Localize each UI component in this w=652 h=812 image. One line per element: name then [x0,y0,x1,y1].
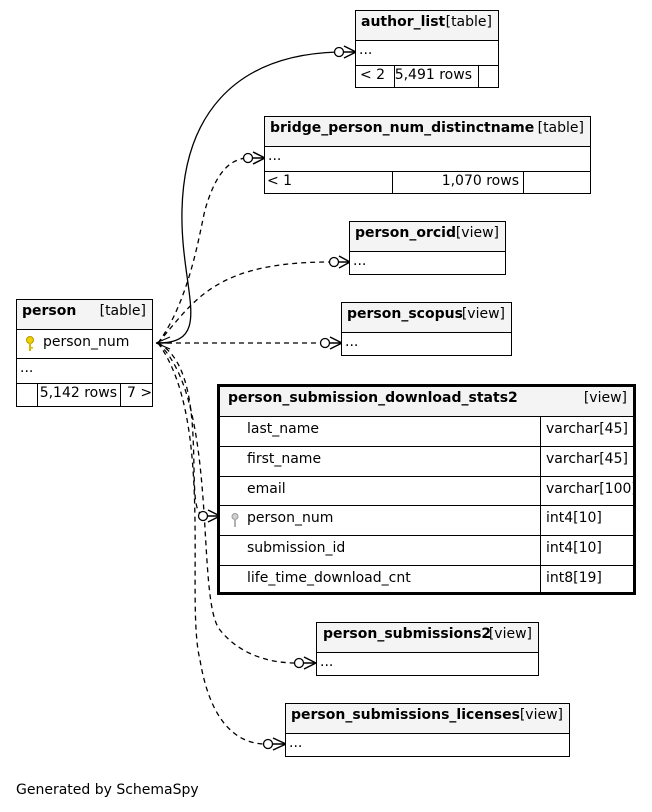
column-name: first_name [247,451,322,467]
column-row: person_num int4[10] [220,505,633,535]
table-person-submissions2[interactable]: person_submissions2 [view] ... [316,622,539,676]
edge-bridge [157,157,247,344]
column-name: person_num [247,510,334,526]
table-kind: [view] [455,225,499,241]
edge-end-author-list [333,46,345,58]
column-name: last_name [247,421,319,437]
edge-end-bridge [242,152,254,164]
column-name: life_time_download_cnt [247,570,411,586]
columns-ellipsis: ... [353,253,367,269]
table-name: person_submissions_licenses [291,707,520,723]
table-name: person_submission_download_stats2 [228,390,518,406]
column-type: int4[10] [546,540,602,556]
table-author-list[interactable]: author_list [table] ... < 2 5,491 rows [355,10,499,88]
table-name: author_list [361,14,446,30]
table-person[interactable]: person [table] person_num ... 5,142 rows… [16,299,153,407]
column-type: varchar[45] [546,421,628,437]
table-person-scopus[interactable]: person_scopus [view] ... [341,302,512,356]
column-row: life_time_download_cnt int8[19] [220,565,633,592]
children-count: < 1 [267,173,293,189]
columns-ellipsis: ... [289,735,303,751]
column-type: int4[10] [546,510,602,526]
table-kind: [view] [461,306,505,322]
table-bridge-person-num-distinctname[interactable]: bridge_person_num_distinctname [table] .… [264,116,591,194]
table-kind: [view] [519,707,563,723]
parents-count: 7 > [127,385,153,401]
edge-end-person-submissions-licenses [262,738,274,750]
primary-key-icon [25,336,35,356]
edge-person-submissions-licenses [157,342,265,745]
table-person-orcid[interactable]: person_orcid [view] ... [349,221,506,275]
table-kind: [view] [583,390,627,406]
children-count: < 2 [360,67,386,83]
column-row: email varchar[100] [220,476,637,505]
columns-ellipsis: ... [320,654,334,670]
columns-ellipsis: ... [345,334,359,350]
edge-end-person-orcid [328,256,340,268]
row-count: 5,142 rows [39,385,117,401]
table-name: person_scopus [347,306,463,322]
table-person-submission-download-stats2[interactable]: person_submission_download_stats2 [view]… [217,384,637,595]
edge-person-orcid [157,261,331,344]
key-column-name: person_num [43,334,130,350]
edge-person-submissions2 [157,342,297,664]
table-kind: [view] [488,626,532,642]
column-type: varchar[45] [546,451,628,467]
columns-ellipsis: ... [268,148,282,164]
table-kind: [table] [537,120,584,136]
foreign-key-icon [231,513,239,532]
edge-stats2 [157,342,201,514]
table-kind: [table] [445,14,492,30]
row-count: 1,070 rows [441,173,519,189]
column-row: submission_id int4[10] [220,535,633,565]
table-name: person_orcid [355,225,456,241]
generated-by-footer: Generated by SchemaSpy [16,782,199,798]
column-name: submission_id [247,540,346,556]
table-name: bridge_person_num_distinctname [270,120,535,136]
columns-ellipsis: ... [20,360,34,376]
table-name: person_submissions2 [323,626,492,642]
table-person-submissions-licenses[interactable]: person_submissions_licenses [view] ... [285,703,570,757]
edge-end-stats2 [197,510,209,522]
edge-end-person-scopus [319,337,331,349]
columns-ellipsis: ... [359,42,373,58]
row-count: 5,491 rows [394,67,472,83]
edge-end-person-submissions2 [293,657,305,669]
crow-foot-person [155,336,172,350]
column-type: int8[19] [546,570,602,586]
column-row: first_name varchar[45] [220,446,633,476]
table-kind: [table] [99,303,146,319]
column-type: varchar[100] [546,481,637,497]
column-name: email [247,481,286,497]
column-row: last_name varchar[45] [220,416,633,446]
edge-author-list [157,51,339,344]
table-name: person [22,303,77,319]
